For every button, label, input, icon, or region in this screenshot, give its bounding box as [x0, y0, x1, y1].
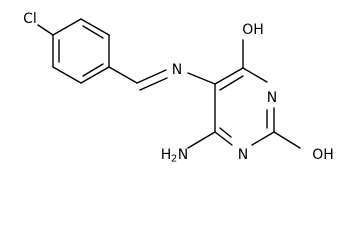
hydroxyl-top-label: OH [242, 22, 264, 38]
double-bond-inner [219, 127, 232, 138]
bond [242, 67, 268, 83]
bond [52, 66, 82, 84]
bond [52, 18, 82, 36]
chlorine-atom-label: Cl [23, 11, 37, 27]
amino-h-label: H [161, 147, 172, 163]
ch-n-double-bond [136, 69, 167, 84]
ring-nitrogen-bottom-label: N [238, 147, 248, 163]
bond [80, 66, 110, 84]
imine-nitrogen-label: N [172, 62, 182, 78]
double-bond-inner [82, 25, 104, 39]
chlorophenyl-ring [52, 18, 110, 84]
pyrimidine-ring [214, 67, 275, 146]
ring-nitrogen-right-label: N [267, 90, 277, 106]
bond [251, 131, 275, 146]
ch-n-double-bond-inner [139, 77, 168, 91]
bond [214, 67, 244, 85]
ring-to-ch-bond [108, 66, 138, 84]
amino-group-label: H 2 N [161, 147, 189, 165]
c2-oh-bond [273, 131, 301, 149]
chemical-structure: Cl N OH N OH N H 2 N [23, 11, 334, 165]
double-bond-inner [82, 63, 104, 77]
n-c5-bond [187, 72, 216, 85]
amino-subscript-label: 2 [171, 154, 177, 165]
c6-nh2-bond [187, 131, 216, 149]
bond [214, 131, 233, 146]
c-cl-bond [37, 24, 54, 36]
amino-n-label: N [178, 147, 188, 163]
double-bond-inner [219, 75, 244, 91]
hydroxyl-bottom-right-label: OH [312, 147, 334, 163]
bond [80, 18, 110, 36]
